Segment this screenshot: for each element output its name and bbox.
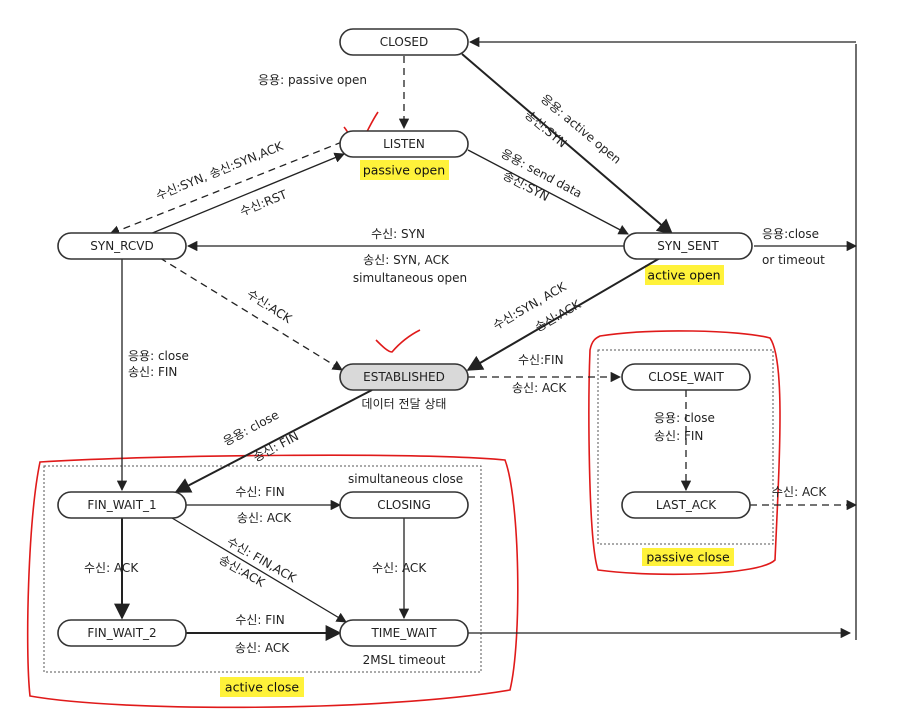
label-est-cw-2: 송신: ACK (512, 381, 567, 395)
passive-close-highlight (642, 548, 734, 566)
state-last-ack: LAST_ACK (621, 491, 751, 519)
state-established: ESTABLISHED (339, 363, 469, 391)
passive-close-label: passive close (646, 550, 730, 565)
state-syn-rcvd: SYN_RCVD (57, 232, 187, 260)
active-close-group (43, 465, 482, 673)
arrow-closed-synsent (461, 53, 674, 236)
svg-text:LISTEN: LISTEN (383, 137, 425, 151)
active-close-label: active close (225, 680, 299, 695)
label-closed-listen: 응용: passive open (258, 73, 367, 87)
active-open-highlight (645, 265, 724, 285)
svg-text:LAST_ACK: LAST_ACK (656, 498, 717, 512)
label-est-cw-1: 수신:FIN (518, 353, 564, 367)
label-fw1-closing-2: 송신: ACK (237, 511, 292, 525)
label-est-desc: 데이터 전달 상태 (362, 397, 447, 411)
passive-open-highlight (360, 160, 449, 180)
label-est-fw1-2: 송신: FIN (251, 429, 301, 465)
arrow-synsent-established (466, 257, 661, 371)
label-rcvd-fin-1: 응용: close (128, 349, 189, 363)
state-listen: LISTEN (339, 130, 469, 158)
label-fw2-tw-1: 수신: FIN (235, 613, 284, 627)
state-close-wait: CLOSE_WAIT (621, 363, 751, 391)
label-fw2-tw-2: 송신: ACK (235, 641, 290, 655)
arrow-established-finwait1 (174, 389, 373, 493)
state-closed: CLOSED (339, 28, 469, 56)
state-fin-wait-2: FIN_WAIT_2 (57, 619, 187, 647)
label-fw1-fw2: 수신: ACK (84, 561, 139, 575)
passive-close-circle (588, 330, 781, 576)
svg-text:CLOSED: CLOSED (380, 35, 429, 49)
label-rcvd-fin-2: 송신: FIN (128, 365, 177, 379)
label-sent-rcvd-2: 송신: SYN, ACK (363, 253, 450, 267)
label-closing-tw: 수신: ACK (372, 561, 427, 575)
arrow-listen-synrcvd (109, 141, 343, 236)
state-time-wait: TIME_WAIT (339, 619, 469, 647)
label-sent-est-1: 수신:SYN, ACK (491, 279, 570, 333)
passive-close-group (597, 349, 774, 545)
arrow-synrcvd-listen (149, 152, 345, 235)
label-2msl-timeout: 2MSL timeout (363, 653, 446, 667)
svg-text:CLOSING: CLOSING (377, 498, 431, 512)
arrow-listen-synsent (467, 149, 629, 235)
state-syn-sent: SYN_SENT (623, 232, 753, 260)
svg-text:SYN_RCVD: SYN_RCVD (90, 239, 154, 253)
label-cw-la-1: 응용: close (654, 411, 715, 425)
label-simultaneous-close: simultaneous close (348, 472, 463, 486)
label-la-closed: 수신: ACK (772, 485, 827, 499)
svg-text:FIN_WAIT_2: FIN_WAIT_2 (87, 626, 156, 640)
label-sent-close-2: or timeout (762, 253, 825, 267)
svg-text:SYN_SENT: SYN_SENT (657, 239, 719, 253)
state-closing: CLOSING (339, 491, 469, 519)
established-check-mark (375, 329, 421, 353)
label-listen-synrcvd-2: 수신:RST (238, 187, 290, 219)
state-fin-wait-1: FIN_WAIT_1 (57, 491, 187, 519)
svg-text:FIN_WAIT_1: FIN_WAIT_1 (87, 498, 156, 512)
label-rcvd-est: 수신:ACK (244, 287, 295, 327)
passive-open-label: passive open (363, 163, 445, 178)
active-close-circle (26, 454, 519, 709)
label-cw-la-2: 송신: FIN (654, 429, 703, 443)
label-sent-rcvd-3: simultaneous open (353, 271, 467, 285)
arrow-finwait1-timewait (171, 517, 347, 623)
label-listen-synrcvd-1: 수신:SYN, 송신:SYN,ACK (154, 139, 286, 203)
label-sent-rcvd-1: 수신: SYN (371, 227, 425, 241)
active-close-highlight (220, 677, 304, 697)
svg-text:TIME_WAIT: TIME_WAIT (370, 626, 437, 640)
svg-text:CLOSE_WAIT: CLOSE_WAIT (648, 370, 724, 384)
svg-text:ESTABLISHED: ESTABLISHED (363, 370, 445, 384)
active-open-label: active open (647, 268, 720, 283)
label-fw1-closing-1: 수신: FIN (235, 485, 284, 499)
label-sent-close-1: 응용:close (762, 227, 819, 241)
